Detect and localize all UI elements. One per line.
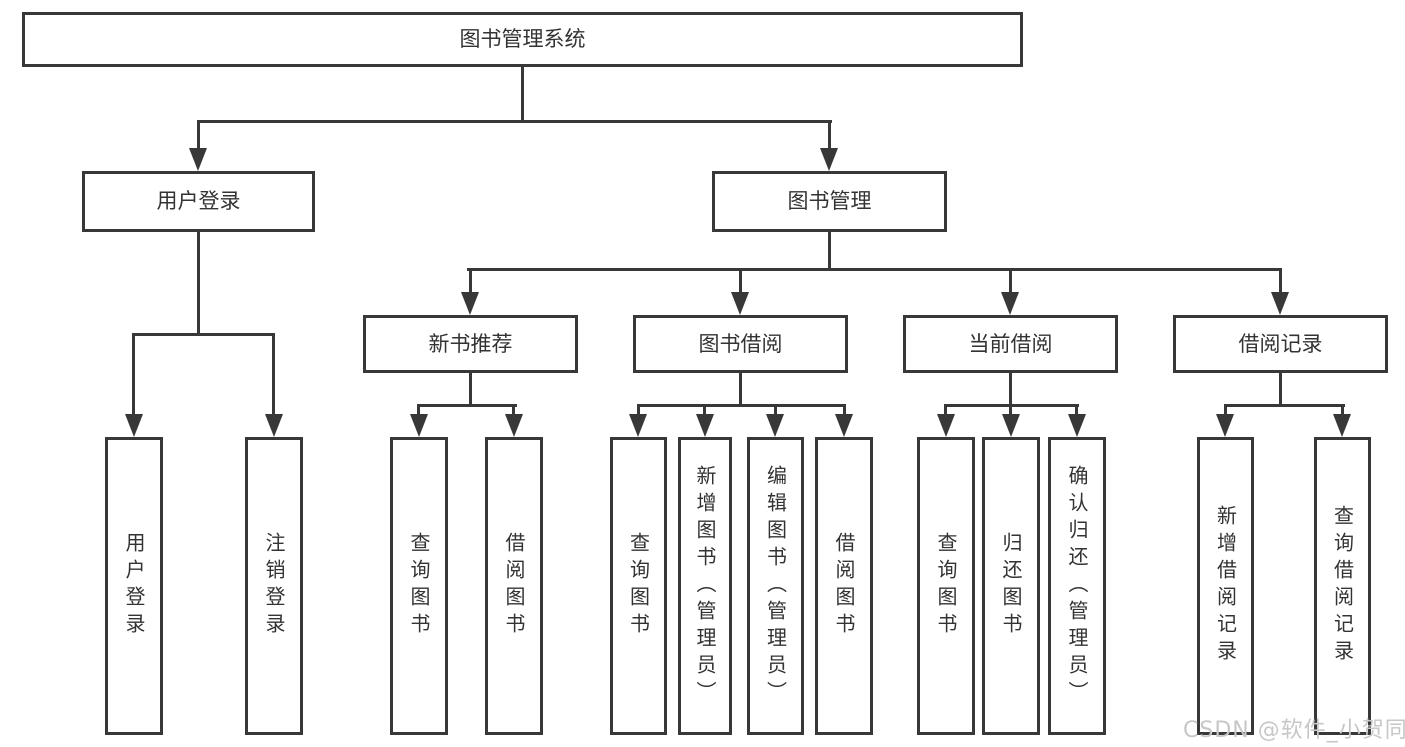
- connector-line: [828, 120, 831, 150]
- connector-line: [1341, 404, 1344, 416]
- connector-line: [417, 404, 517, 407]
- arrowhead-down-icon: [629, 414, 647, 437]
- arrowhead-down-icon: [835, 414, 853, 437]
- leaf-recommend-query-book: 查询图书: [390, 437, 448, 735]
- leaf-current-confirm-return-admin: 确认归还（管理员）: [1048, 437, 1106, 735]
- arrowhead-down-icon: [125, 414, 143, 437]
- node-user-login: 用户登录: [82, 171, 315, 232]
- connector-line: [703, 404, 706, 416]
- arrowhead-down-icon: [1068, 414, 1086, 437]
- connector-line: [469, 268, 472, 294]
- connector-line: [1075, 404, 1078, 416]
- connector-line: [1224, 404, 1227, 416]
- connector-line: [197, 232, 200, 336]
- connector-line: [512, 404, 515, 416]
- leaf-recommend-borrow-book: 借阅图书: [485, 437, 543, 735]
- connector-line: [774, 404, 777, 416]
- connector-line: [1279, 268, 1282, 294]
- connector-line: [132, 333, 135, 414]
- arrowhead-down-icon: [1271, 292, 1289, 315]
- leaf-records-add-record: 新增借阅记录: [1197, 437, 1254, 735]
- connector-line: [944, 404, 947, 416]
- leaf-user-login: 用户登录: [105, 437, 163, 735]
- arrowhead-down-icon: [766, 414, 784, 437]
- connector-line: [417, 404, 420, 416]
- arrowhead-down-icon: [410, 414, 428, 437]
- connector-line: [1009, 404, 1012, 416]
- connector-line: [1009, 373, 1012, 406]
- leaf-logout: 注销登录: [245, 437, 303, 735]
- arrowhead-down-icon: [1002, 414, 1020, 437]
- arrowhead-down-icon: [696, 414, 714, 437]
- leaf-current-query-book: 查询图书: [917, 437, 975, 735]
- connector-line: [197, 120, 200, 150]
- connector-line: [197, 120, 832, 123]
- connector-line: [739, 268, 742, 294]
- arrowhead-down-icon: [505, 414, 523, 437]
- leaf-records-query-record: 查询借阅记录: [1314, 437, 1371, 735]
- leaf-borrow-add-book-admin: 新增图书（管理员）: [678, 437, 732, 735]
- leaf-borrow-query-book: 查询图书: [610, 437, 667, 735]
- arrowhead-down-icon: [1333, 414, 1351, 437]
- connector-line: [843, 404, 846, 416]
- arrowhead-down-icon: [189, 148, 207, 171]
- connector-line: [637, 404, 640, 416]
- connector-line: [828, 232, 831, 270]
- connector-line: [521, 67, 524, 123]
- node-root-system: 图书管理系统: [22, 12, 1023, 67]
- arrowhead-down-icon: [1001, 292, 1019, 315]
- connector-line: [637, 404, 846, 407]
- arrowhead-down-icon: [265, 414, 283, 437]
- node-current-borrow: 当前借阅: [903, 315, 1118, 373]
- csdn-watermark: CSDN @软件_小贺同学: [1183, 718, 1405, 743]
- node-book-borrow: 图书借阅: [633, 315, 848, 373]
- leaf-borrow-edit-book-admin: 编辑图书（管理员）: [747, 437, 804, 735]
- node-new-book-recommend: 新书推荐: [363, 315, 578, 373]
- arrowhead-down-icon: [731, 292, 749, 315]
- node-book-management: 图书管理: [712, 171, 947, 232]
- connector-line: [739, 373, 742, 406]
- connector-line: [1279, 373, 1282, 406]
- node-borrow-records: 借阅记录: [1173, 315, 1388, 373]
- connector-line: [272, 333, 275, 414]
- connector-line: [1224, 404, 1345, 407]
- arrowhead-down-icon: [461, 292, 479, 315]
- arrowhead-down-icon: [937, 414, 955, 437]
- arrowhead-down-icon: [820, 148, 838, 171]
- arrowhead-down-icon: [1216, 414, 1234, 437]
- leaf-current-return-book: 归还图书: [982, 437, 1040, 735]
- connector-line: [467, 268, 1282, 271]
- leaf-borrow-borrow-book: 借阅图书: [815, 437, 873, 735]
- connector-line: [1009, 268, 1012, 294]
- connector-line: [132, 333, 275, 336]
- connector-line: [469, 373, 472, 406]
